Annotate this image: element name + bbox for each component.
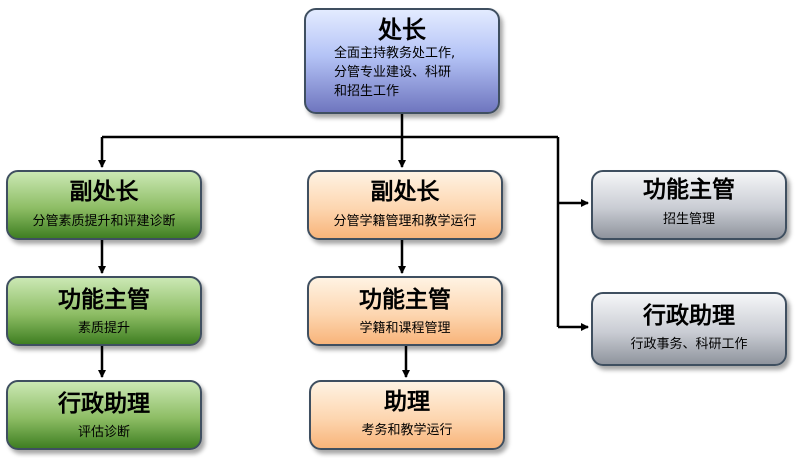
node-right-admin-assistant: 行政助理 行政事务、科研工作 <box>591 292 787 366</box>
node-right-function-manager: 功能主管 招生管理 <box>591 170 787 240</box>
node-desc: 行政事务、科研工作 <box>630 337 748 352</box>
node-desc: 考务和教学运行 <box>361 423 453 438</box>
node-center-deputy-director: 副处长 分管学籍管理和教学运行 <box>307 170 503 240</box>
node-desc: 招生管理 <box>662 212 715 227</box>
node-title: 助理 <box>384 389 430 415</box>
node-center-function-manager: 功能主管 学籍和课程管理 <box>307 276 503 346</box>
node-director-desc-line: 全面主持教务处工作, <box>334 46 456 61</box>
node-title: 副处长 <box>69 179 139 205</box>
node-director-desc-line: 分管专业建设、科研 <box>334 65 452 80</box>
node-director: 处长 全面主持教务处工作, 分管专业建设、科研 和招生工作 <box>304 8 500 114</box>
node-center-assistant: 助理 考务和教学运行 <box>309 380 505 450</box>
node-desc: 学籍和课程管理 <box>359 321 451 336</box>
node-left-function-manager: 功能主管 素质提升 <box>6 276 202 346</box>
node-desc: 评估诊断 <box>77 425 130 440</box>
node-title: 功能主管 <box>643 177 735 203</box>
node-desc: 分管素质提升和评建诊断 <box>32 214 176 229</box>
node-title: 行政助理 <box>58 391 150 417</box>
node-title: 行政助理 <box>643 303 735 329</box>
node-left-admin-assistant: 行政助理 评估诊断 <box>6 380 202 450</box>
node-desc: 分管学籍管理和教学运行 <box>333 214 477 229</box>
node-left-deputy-director: 副处长 分管素质提升和评建诊断 <box>6 170 202 240</box>
node-title: 功能主管 <box>58 287 150 313</box>
node-desc: 素质提升 <box>77 321 130 336</box>
node-title: 副处长 <box>370 179 440 205</box>
node-director-title: 处长 <box>378 16 426 44</box>
node-director-desc-line: 和招生工作 <box>334 84 400 99</box>
node-title: 功能主管 <box>359 287 451 313</box>
